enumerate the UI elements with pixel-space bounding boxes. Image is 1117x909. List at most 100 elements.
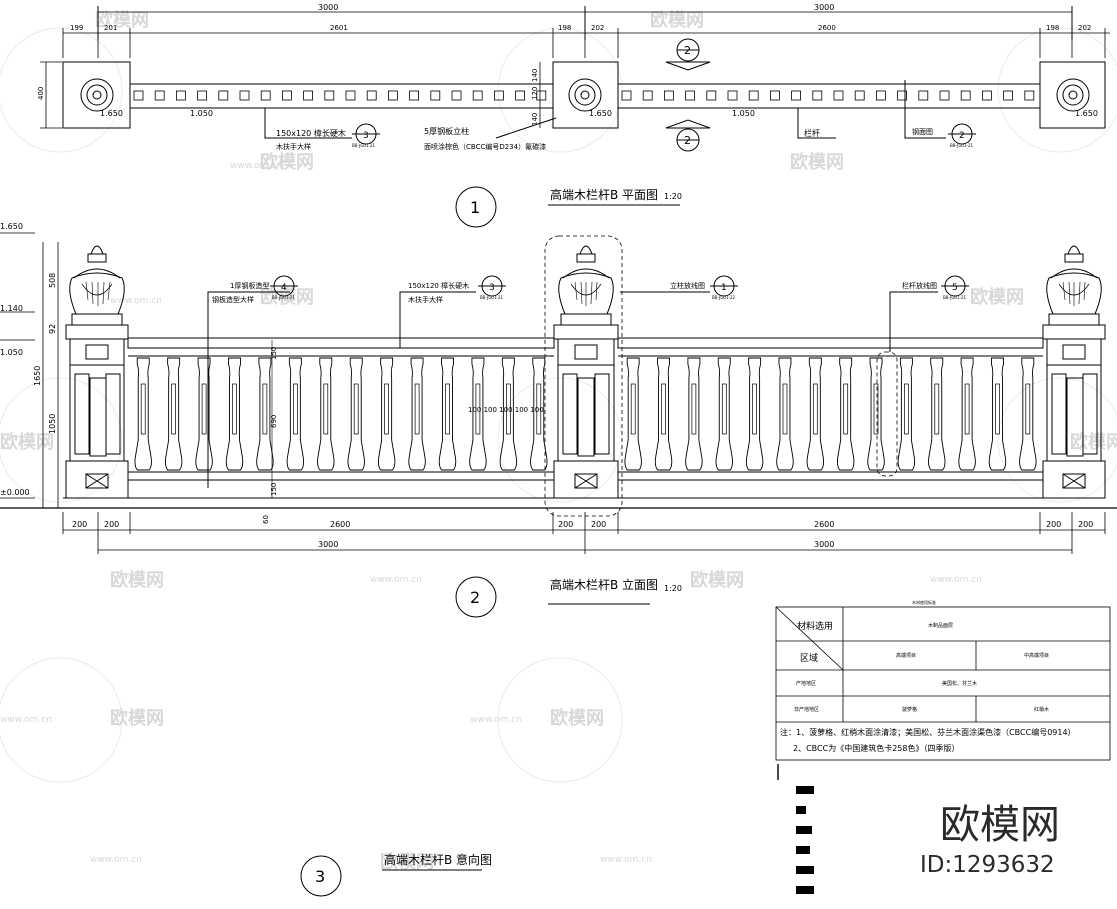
elevation-baluster: [988, 357, 1007, 471]
table-cell: 区域: [800, 652, 818, 664]
logo-text: 欧模网: [940, 802, 1060, 848]
elevation-baluster: [530, 357, 548, 471]
elevation-bottom-dim: 200: [591, 520, 606, 529]
elevation-callout-ref: BB-JG01-22: [712, 295, 736, 300]
elevation-callout-num: 1: [721, 283, 727, 293]
table-cell: 菠萝格: [902, 706, 917, 713]
plan-view: [40, 6, 1110, 228]
plan-baluster: [472, 90, 483, 101]
watermark-text: 欧模网: [95, 9, 149, 31]
elevation-callout-text: 150x120 樟长硬木: [408, 281, 469, 290]
plan-callout-text: 面喷涂棕色（CBCC编号D234）氟碳漆: [424, 142, 546, 151]
watermark-text: 欧模网: [550, 707, 604, 729]
elevation-inner-dim: 690: [270, 415, 278, 428]
plan-baluster: [812, 90, 823, 101]
elevation-baluster: [867, 357, 885, 471]
table-cell: 高端项目: [896, 652, 916, 659]
elevation-callout-num: 5: [952, 283, 958, 293]
plan-baluster: [876, 90, 886, 101]
plan-title: 高端木栏杆B 平面图: [550, 187, 658, 202]
watermark-url: www.om.cn: [370, 575, 422, 585]
elevation-callout-ref: BB-JG01-21: [943, 295, 967, 300]
plan-baluster: [621, 90, 632, 101]
watermark-url: www.om.cn: [90, 855, 142, 865]
plan-baluster: [175, 90, 186, 101]
elevation-baluster: [715, 357, 733, 471]
id-text: ID:1293632: [920, 852, 1055, 878]
plan-sub-dim: 201: [104, 24, 117, 32]
elevation-baluster: [654, 357, 673, 471]
plan-baluster: [430, 90, 441, 101]
plan-callout-num: 2: [959, 131, 965, 141]
plan-baluster: [748, 90, 759, 101]
plan-balusters: [133, 90, 1035, 101]
elevation-baluster: [958, 357, 976, 471]
elevation-baluster: [195, 357, 213, 471]
elevation-baluster: [806, 357, 825, 471]
elevation-callout-text: 立柱放线图: [670, 281, 705, 290]
elevation-baluster: [317, 357, 335, 471]
watermark-text: 欧模网: [380, 851, 434, 873]
detail-title: 高端木栏杆B 意向图: [384, 852, 492, 867]
plan-sub-dim: 202: [1078, 24, 1091, 32]
table-cell: 材料选用: [797, 620, 833, 632]
elevation-left-dim: 92: [48, 324, 57, 334]
plan-callout-ref: BB-JG01-21: [352, 143, 376, 148]
plan-baluster: [1024, 90, 1035, 101]
plan-baluster: [664, 90, 674, 101]
plan-sub-dim: 202: [591, 24, 604, 32]
plan-baluster: [706, 90, 717, 101]
elevation-baluster: [347, 357, 365, 471]
detail-view-num: 3: [315, 867, 325, 886]
elevation-bottom-dim: 2600: [814, 520, 834, 529]
elevation-bottom-dim: 200: [558, 520, 573, 529]
plan-baluster: [918, 90, 929, 101]
elevation-scale: 1:20: [664, 584, 682, 593]
elevation-callout-text: 栏杆放线图: [902, 281, 937, 290]
plan-baluster: [642, 90, 653, 101]
plan-baluster: [791, 90, 801, 101]
plan-sub-dim: 198: [558, 24, 571, 32]
watermark-url: www.om.cn: [230, 161, 282, 171]
elevation-total-dim: 3000: [814, 540, 834, 549]
elevation-post-right: [1042, 245, 1106, 499]
plan-post-left: [62, 61, 131, 129]
material-table-texts: 木材使用标准 材料选用 木制品面层 区域 高端项目 中高端项目 产地地区 美国松…: [780, 599, 1076, 753]
elevation-baluster: [897, 357, 916, 471]
elevation-callout-text: 1厚钢板造型: [230, 281, 269, 290]
plan-sub-dim: 199: [70, 24, 83, 32]
plan-sub-dim: 2601: [330, 24, 348, 32]
plan-elev-label: 1.650: [589, 109, 612, 118]
watermark-text: 欧模网: [650, 9, 704, 31]
plan-baluster: [324, 90, 335, 101]
elevation-left-dim: 1050: [48, 414, 57, 434]
elevation-balusters: [134, 357, 1037, 471]
watermark-text: 欧模网: [970, 286, 1024, 308]
elevation-baluster: [438, 357, 457, 471]
plan-post-right: [1039, 61, 1106, 129]
plan-callout-text: 栏杆: [804, 128, 820, 138]
elevation-baluster: [685, 357, 703, 471]
table-cell: 中高端项目: [1024, 652, 1049, 659]
elevation-baluster: [134, 357, 152, 471]
elevation-mid-dim: 100 100 100 100 100: [468, 406, 544, 414]
watermark-url: www.om.cn: [110, 296, 162, 306]
plan-post-mid: [552, 61, 619, 129]
elevation-title: 高端木栏杆B 立面图: [550, 577, 658, 592]
plan-elev-label: 1.050: [732, 109, 755, 118]
plan-baluster: [897, 90, 907, 101]
section-mark-num: 2: [684, 44, 691, 57]
elevation-baluster: [377, 357, 396, 471]
elevation-callout-ref: BB-JG01-21: [480, 295, 504, 300]
elevation-bottom-dim: 200: [1046, 520, 1061, 529]
plan-baluster: [281, 90, 292, 101]
elevation-baluster: [164, 357, 183, 471]
plan-baluster: [154, 90, 165, 101]
elevation-baluster: [286, 357, 305, 471]
plan-baluster: [303, 90, 314, 101]
table-cell: 红梢木: [1034, 706, 1049, 713]
level-label: 1.140: [0, 304, 23, 313]
plan-callout-num: 3: [363, 131, 369, 141]
plan-baluster: [345, 90, 356, 101]
plan-baluster: [239, 90, 250, 101]
